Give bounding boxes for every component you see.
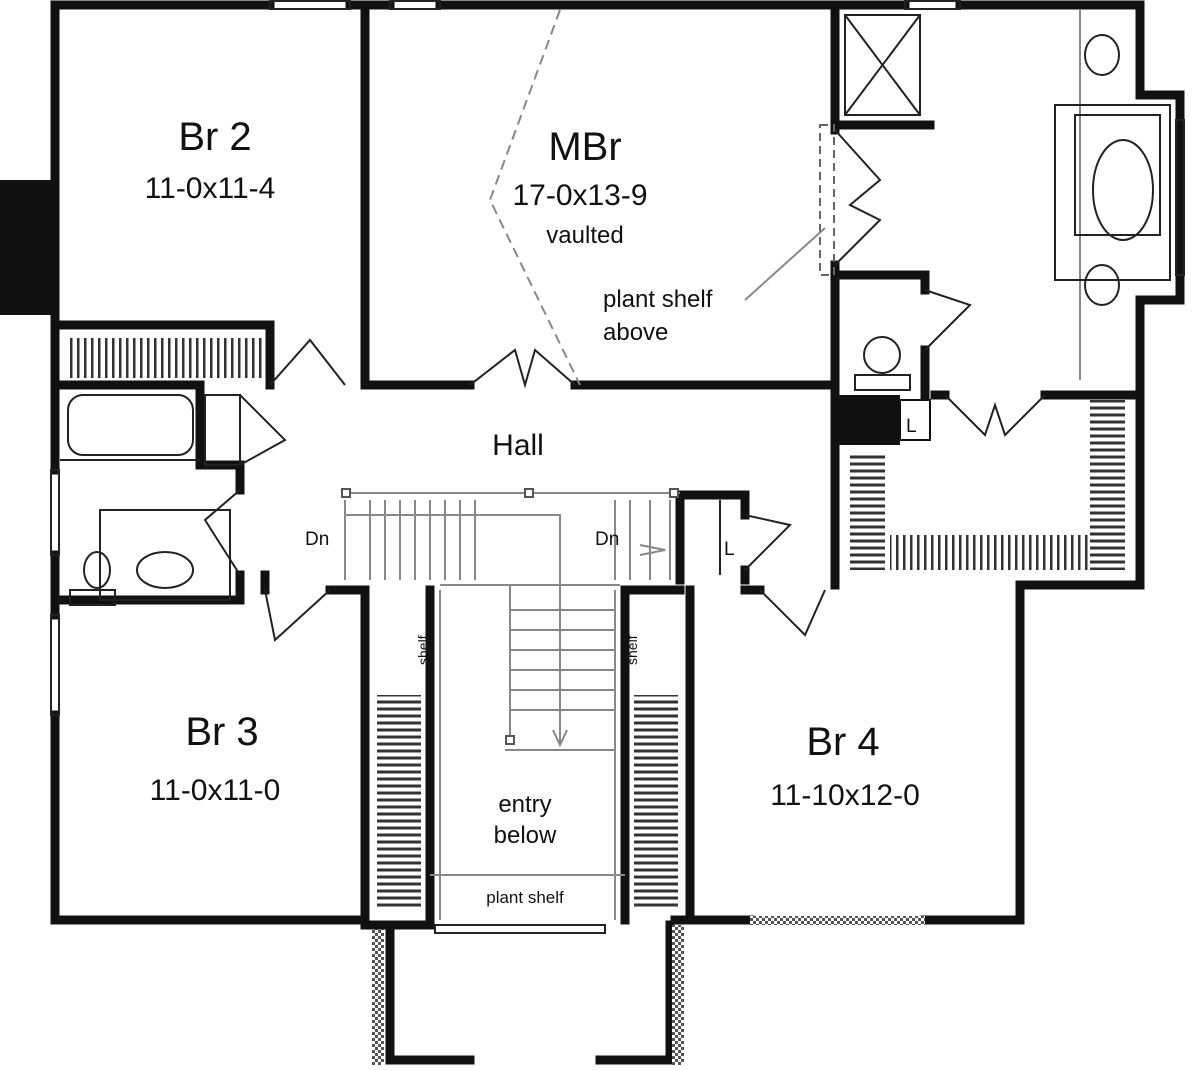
linen-closet-label-hall: L — [724, 539, 735, 560]
exterior-walls — [50, 0, 1185, 1065]
closet-master-left — [850, 455, 885, 570]
vault-line — [488, 9, 581, 386]
closet-master-bottom — [890, 535, 1090, 570]
entry-below-label-2: below — [494, 822, 557, 849]
room-name-br4: Br 4 — [806, 720, 879, 764]
linen-closet-label-master: L — [906, 416, 917, 437]
stairs-down-label-left: Dn — [305, 529, 329, 550]
closet-master-right — [1090, 400, 1125, 570]
closet-br4 — [634, 695, 678, 910]
shelf-label-left: shelf — [415, 635, 431, 665]
plant-shelf-label: plant shelf — [486, 888, 564, 907]
entry-below-label-1: entry — [498, 791, 551, 818]
room-size-br2: 11-0x11-4 — [145, 172, 276, 205]
plant-shelf-above-label-1: plant shelf — [603, 286, 713, 313]
room-size-mbr: 17-0x13-9 — [512, 179, 647, 212]
room-name-br2: Br 2 — [178, 115, 251, 159]
chimney — [0, 180, 55, 315]
shelf-label-right: shelf — [624, 635, 640, 665]
room-size-br3: 11-0x11-0 — [150, 774, 281, 807]
doors — [203, 129, 1046, 642]
stairs — [344, 492, 680, 920]
room-note-mbr: vaulted — [546, 222, 623, 249]
fixtures — [60, 10, 1171, 606]
chase — [835, 395, 900, 445]
plant-shelf-mbr — [819, 124, 835, 276]
closet-br2 — [68, 338, 263, 378]
newel-posts — [341, 488, 679, 745]
stairs-down-label-right: Dn — [595, 529, 619, 550]
room-name-br3: Br 3 — [185, 710, 258, 754]
closet-br3 — [377, 695, 421, 910]
portico-wall-right — [672, 925, 684, 1065]
portico-wall-left — [372, 925, 384, 1065]
room-name-hall: Hall — [492, 429, 544, 462]
windows — [50, 0, 1185, 934]
plant-shelf-above-label-2: above — [603, 319, 668, 346]
window-br4-front — [750, 916, 925, 925]
room-size-br4: 11-10x12-0 — [770, 779, 920, 812]
room-name-mbr: MBr — [548, 125, 621, 169]
